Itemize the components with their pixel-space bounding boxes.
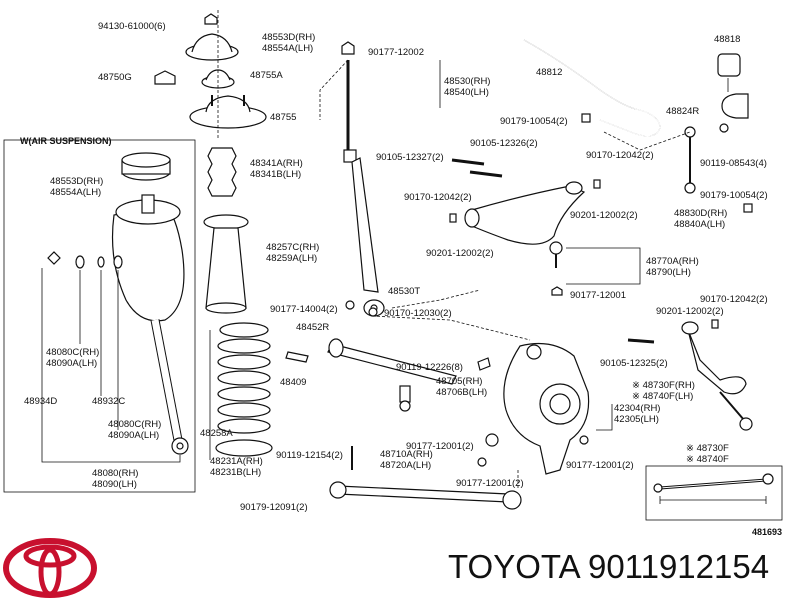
label-42305: 42305(LH) <box>614 414 659 425</box>
label-90179-10054-b: 90179-10054(2) <box>700 190 768 201</box>
label-48090A-b: 48090A(LH) <box>108 430 159 441</box>
label-48740F-inset: ※ 48740F <box>686 454 729 465</box>
label-48452R: 48452R <box>296 322 329 333</box>
label-48231A: 48231A(RH) <box>210 456 263 467</box>
upper-mount-parts <box>154 10 267 140</box>
label-48770A: 48770A(RH) <box>646 256 699 267</box>
label-48720A: 48720A(LH) <box>380 460 431 471</box>
label-48755: 48755 <box>270 112 296 123</box>
air-spring-illustration <box>41 152 189 463</box>
label-48553D-top: 48553D(RH) <box>262 32 315 43</box>
label-48740F: ※ 48740F(LH) <box>632 391 693 402</box>
label-48824R: 48824R <box>666 106 699 117</box>
label-48554A-top: 48554A(LH) <box>262 43 313 54</box>
bump-stop-and-boot <box>203 147 249 314</box>
label-90201-12002-b: 90201-12002(2) <box>426 248 494 259</box>
label-90201-12002-c: 90201-12002(2) <box>656 306 724 317</box>
label-90119-12226: 90119-12226(8) <box>396 362 463 373</box>
label-48755A: 48755A <box>250 70 283 81</box>
label-48730F-inset: ※ 48730F <box>686 443 729 454</box>
label-48790: 48790(LH) <box>646 267 691 278</box>
label-90170-12042-c: 90170-12042(2) <box>700 294 768 305</box>
label-48530: 48530(RH) <box>444 76 490 87</box>
label-48553D-inset: 48553D(RH) <box>50 176 103 187</box>
upper-control-arm <box>449 158 601 268</box>
air-suspension-inset-box <box>3 139 196 493</box>
shock-absorber <box>319 41 385 317</box>
label-90170-12042-b: 90170-12042(2) <box>404 192 472 203</box>
label-90177-14004: 90177-14004(2) <box>270 304 338 315</box>
label-48080C-a: 48080C(RH) <box>46 347 99 358</box>
lower-link-48710A <box>329 446 522 510</box>
label-48257C: 48257C(RH) <box>266 242 319 253</box>
label-90201-12002-a: 90201-12002(2) <box>570 210 638 221</box>
bolt-48409 <box>285 351 309 363</box>
label-90177-12001-c: 90177-12001(2) <box>566 460 634 471</box>
label-48231B: 48231B(LH) <box>210 467 261 478</box>
label-48090A-a: 48090A(LH) <box>46 358 97 369</box>
rear-knuckle <box>477 343 590 475</box>
label-48830D: 48830D(RH) <box>674 208 727 219</box>
toe-arm-inset-illustration <box>653 473 774 504</box>
label-48932C: 48932C <box>92 396 125 407</box>
label-90105-12327: 90105-12327(2) <box>376 152 444 163</box>
inset-title: W(AIR SUSPENSION) <box>20 136 112 146</box>
label-48090: 48090(LH) <box>92 479 137 490</box>
label-90179-12091: 90179-12091(2) <box>240 502 308 513</box>
label-48258A: 48258A <box>200 428 233 439</box>
label-48934D: 48934D <box>24 396 57 407</box>
label-48080C-b: 48080C(RH) <box>108 419 161 430</box>
label-90177-12001-b: 90177-12001(2) <box>456 478 524 489</box>
label-48409: 48409 <box>280 377 306 388</box>
label-94130: 94130-61000(6) <box>98 21 166 32</box>
label-90170-12042-a: 90170-12042(2) <box>586 150 654 161</box>
label-48730F: ※ 48730F(RH) <box>632 380 695 391</box>
label-48341B: 48341B(LH) <box>250 169 301 180</box>
brand-part-number: TOYOTA 9011912154 <box>448 548 770 585</box>
stabilizer-bar <box>523 39 753 213</box>
coil-spring <box>209 322 273 460</box>
label-48080: 48080(RH) <box>92 468 138 479</box>
toe-arm-inset-box <box>645 465 783 521</box>
label-48818: 48818 <box>714 34 740 45</box>
label-90177-12002-top: 90177-12002 <box>368 47 424 58</box>
label-48840A: 48840A(LH) <box>674 219 725 230</box>
label-90105-12326: 90105-12326(2) <box>470 138 538 149</box>
label-42304: 42304(RH) <box>614 403 660 414</box>
label-48341A: 48341A(RH) <box>250 158 303 169</box>
figure-number: 481693 <box>752 527 782 537</box>
label-48259A: 48259A(LH) <box>266 253 317 264</box>
label-48705: 48705(RH) <box>436 376 482 387</box>
label-48750G: 48750G <box>98 72 132 83</box>
label-48554A-inset: 48554A(LH) <box>50 187 101 198</box>
label-90170-12030: 90170-12030(2) <box>384 308 452 319</box>
label-90119-08543: 90119-08543(4) <box>700 158 767 169</box>
label-90105-12325: 90105-12325(2) <box>600 358 668 369</box>
label-48540: 48540(LH) <box>444 87 489 98</box>
label-48706B: 48706B(LH) <box>436 387 487 398</box>
label-90179-10054-a: 90179-10054(2) <box>500 116 568 127</box>
label-48710A: 48710A(RH) <box>380 449 433 460</box>
label-48530T: 48530T <box>388 286 420 297</box>
label-90177-12001-mid: 90177-12001 <box>570 290 626 301</box>
toyota-logo <box>3 538 97 598</box>
label-90119-12154: 90119-12154(2) <box>276 450 343 461</box>
lateral-link-48705 <box>327 338 491 412</box>
toe-control-arm <box>627 319 753 431</box>
label-48812: 48812 <box>536 67 562 78</box>
label-90177-12001-a: 90177-12001(2) <box>406 441 474 452</box>
